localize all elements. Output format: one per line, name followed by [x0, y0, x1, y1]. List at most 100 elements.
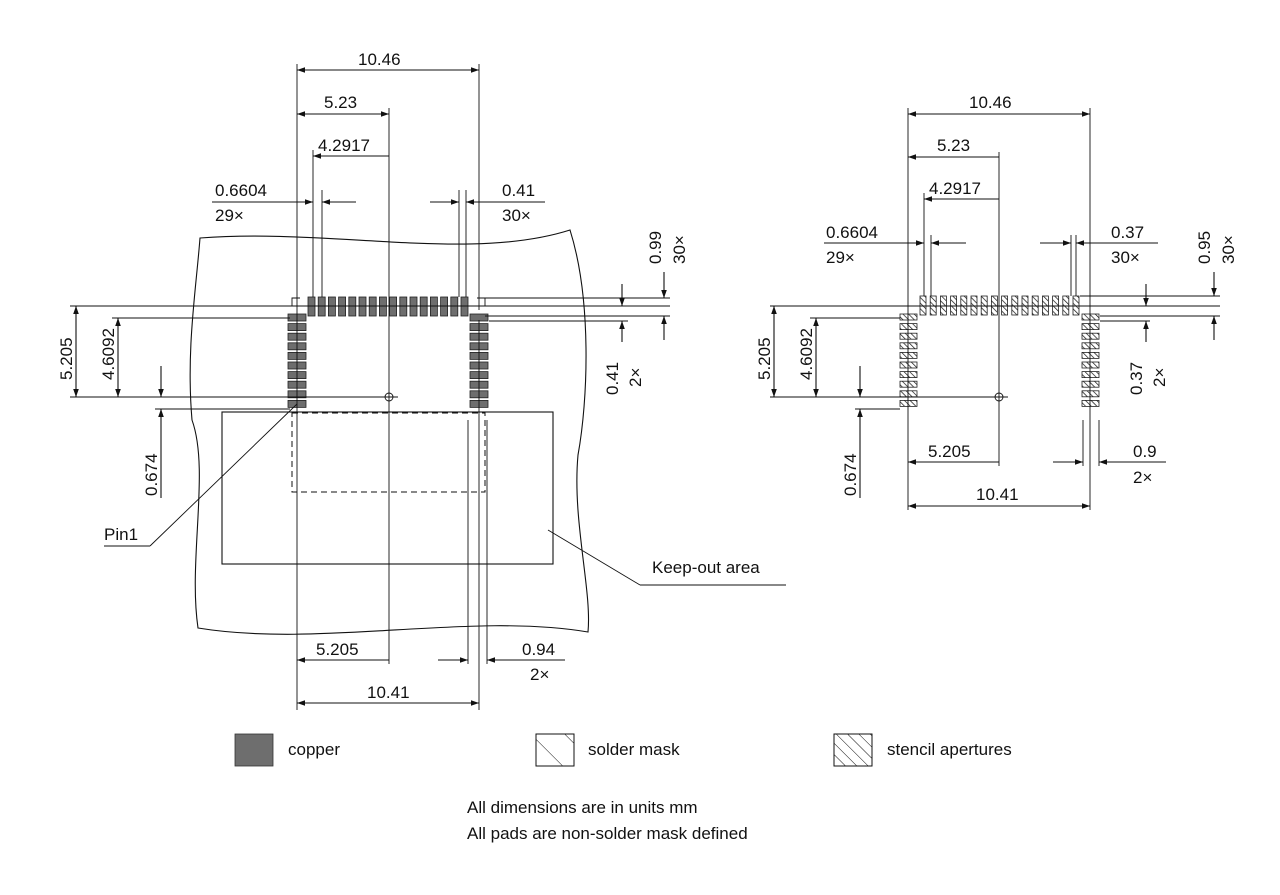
- dim-top-half: 5.23: [937, 136, 970, 155]
- label-leaders: [824, 242, 1166, 463]
- dim-right-pad-count: 2×: [1150, 368, 1169, 387]
- stencil-aperture: [940, 295, 947, 316]
- stencil-aperture: [899, 380, 918, 388]
- notes: All dimensions are in units mm All pads …: [467, 795, 967, 847]
- stencil-aperture: [899, 390, 918, 398]
- copper-pad: [460, 296, 469, 317]
- copper-pad: [358, 296, 367, 317]
- dim-right-pad: 0.37: [1127, 362, 1146, 395]
- dim-left-inner: 4.6092: [797, 328, 816, 380]
- stencil-aperture: [1081, 399, 1100, 407]
- dim-bottom-total: 10.41: [976, 485, 1019, 504]
- dim-left-outer: 5.205: [755, 337, 774, 380]
- legend-copper-label: copper: [288, 740, 340, 759]
- copper-pad: [419, 296, 428, 317]
- stencil-aperture: [991, 295, 998, 316]
- copper-pad: [469, 313, 489, 322]
- dim-top-total: 10.46: [358, 50, 401, 69]
- stencil-aperture: [1081, 351, 1100, 359]
- right-view: 10.46 5.23 4.2917 0.6604 29× 0.37 30× 0.…: [755, 93, 1238, 510]
- stencil-aperture: [1021, 295, 1029, 316]
- copper-pad: [307, 296, 316, 317]
- stencil-aperture: [970, 295, 978, 316]
- stencil-aperture: [1072, 295, 1080, 316]
- extension-lines: [70, 64, 670, 710]
- dim-left-bottom: 0.674: [841, 453, 860, 496]
- stencil-aperture: [1081, 390, 1100, 398]
- stencil-aperture: [899, 399, 918, 407]
- dim-bottom-half: 5.205: [316, 640, 359, 659]
- dim-bottom-pad-count: 2×: [530, 665, 549, 684]
- left-view: 10.46 5.23 4.2917 0.6604 29× 0.41 30× 0.…: [57, 50, 786, 710]
- side-pad-columns: [899, 313, 1100, 407]
- copper-pad: [409, 296, 418, 317]
- stencil-aperture: [899, 313, 918, 321]
- top-pad-row: [919, 295, 1080, 316]
- stencil-aperture: [899, 351, 918, 359]
- dim-pad-length-count: 30×: [1219, 235, 1238, 264]
- stencil-aperture: [1081, 361, 1100, 369]
- dim-pad-width-count: 30×: [1111, 248, 1140, 267]
- legend-stencil-label: stencil apertures: [887, 740, 1012, 759]
- copper-pad: [368, 296, 377, 317]
- dim-left-bottom: 0.674: [142, 453, 161, 496]
- dim-bottom-pad: 0.9: [1133, 442, 1157, 461]
- stencil-aperture: [1031, 295, 1039, 316]
- dim-pad-length: 0.99: [646, 231, 665, 264]
- legend-stencil-swatch: [833, 733, 873, 767]
- dim-top-offset: 4.2917: [929, 179, 981, 198]
- extension-lines: [770, 108, 1220, 510]
- dimension-lines: [73, 67, 667, 706]
- dim-left-outer: 5.205: [57, 337, 76, 380]
- stencil-aperture: [960, 295, 968, 316]
- dim-right-pad: 0.41: [603, 362, 622, 395]
- dim-top-offset: 4.2917: [318, 136, 370, 155]
- copper-pad: [399, 296, 408, 317]
- exposed-pad-outline: [291, 412, 486, 493]
- copper-pad: [338, 296, 347, 317]
- stencil-aperture: [919, 295, 927, 316]
- stencil-aperture: [929, 295, 937, 316]
- dim-bottom-half: 5.205: [928, 442, 971, 461]
- dim-left-inner: 4.6092: [99, 328, 118, 380]
- dim-pitch-left: 0.6604: [215, 181, 267, 200]
- dim-pitch-left-count: 29×: [215, 206, 244, 225]
- stencil-aperture: [899, 342, 918, 350]
- copper-pad: [429, 296, 438, 317]
- keepout-area: [221, 411, 554, 565]
- note-pads: All pads are non-solder mask defined: [467, 824, 748, 843]
- top-pad-row: [307, 296, 469, 317]
- copper-pad: [389, 296, 398, 317]
- stencil-aperture: [899, 323, 918, 331]
- note-units: All dimensions are in units mm: [467, 798, 698, 817]
- dim-pad-width: 0.41: [502, 181, 535, 200]
- stencil-aperture: [1081, 323, 1100, 331]
- dim-pitch-left-count: 29×: [826, 248, 855, 267]
- stencil-aperture: [950, 295, 957, 316]
- label-leaders: [104, 201, 786, 661]
- copper-pad: [450, 296, 459, 317]
- stencil-aperture: [980, 295, 988, 316]
- stencil-aperture: [1081, 332, 1100, 340]
- stencil-aperture: [899, 332, 918, 340]
- copper-pad: [440, 296, 449, 317]
- dim-bottom-total: 10.41: [367, 683, 410, 702]
- dim-pad-width-count: 30×: [502, 206, 531, 225]
- dim-top-half: 5.23: [324, 93, 357, 112]
- legend-solder-mask-swatch: [535, 733, 575, 767]
- stencil-aperture: [1001, 295, 1008, 316]
- stencil-aperture: [1081, 371, 1100, 379]
- dimension-lines: [771, 111, 1217, 509]
- stencil-aperture: [899, 361, 918, 369]
- stencil-aperture: [1042, 295, 1049, 316]
- keepout-label: Keep-out area: [652, 558, 760, 577]
- stencil-aperture: [1011, 295, 1019, 316]
- stencil-aperture: [1081, 342, 1100, 350]
- pin1-label: Pin1: [104, 525, 138, 544]
- stencil-aperture: [1081, 380, 1100, 388]
- legend: copper solder mask stencil apertures: [234, 733, 1012, 767]
- dim-pad-width: 0.37: [1111, 223, 1144, 242]
- dim-bottom-pad-count: 2×: [1133, 468, 1152, 487]
- stencil-aperture: [1062, 295, 1070, 316]
